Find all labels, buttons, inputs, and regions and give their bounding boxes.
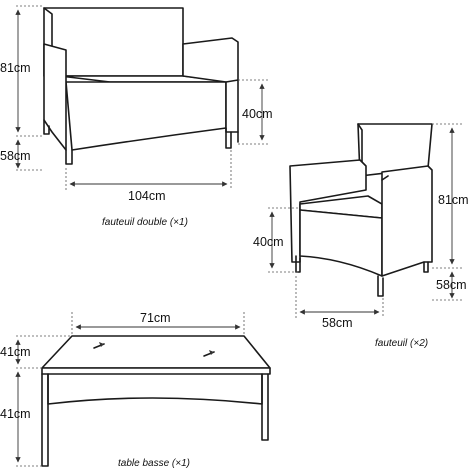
sofa-front-skirt	[65, 81, 227, 151]
table-top	[41, 335, 271, 369]
table-drawing: 71cm 41cm 41cm table basse (×1)	[0, 311, 271, 469]
sofa-leg-front-right	[225, 127, 232, 149]
armchair-leg-back-right	[423, 261, 429, 273]
table-width-label: 71cm	[140, 311, 171, 325]
sofa-leg-front-left	[65, 149, 73, 165]
sofa-left-arm	[43, 43, 67, 151]
armchair-height-label: 81cm	[438, 193, 469, 207]
sofa-leg-back-left	[43, 119, 50, 135]
armchair-seat-height-label: 40cm	[253, 235, 284, 249]
sofa-right-arm	[182, 37, 239, 133]
armchair-right-arm	[381, 165, 433, 277]
table-leg-left	[41, 373, 49, 467]
table-apron	[47, 373, 263, 405]
table-top-edge	[41, 367, 271, 375]
sofa-caption: fauteuil double (×1)	[102, 217, 188, 228]
armchair-left-arm	[289, 159, 367, 263]
table-leg-right	[261, 373, 269, 441]
armchair-front-skirt	[299, 209, 383, 277]
armchair-leg-front-right	[377, 275, 384, 297]
armchair-depth-label: 58cm	[436, 278, 467, 292]
armchair-width-label: 58cm	[322, 316, 353, 330]
table-height-label: 41cm	[0, 407, 31, 421]
table-caption: table basse (×1)	[118, 458, 190, 469]
sofa-drawing: 81cm 58cm 40cm 104cm fauteuil double (×1…	[0, 5, 273, 228]
sofa-height-label: 81cm	[0, 61, 31, 75]
sofa-depth-label: 58cm	[0, 149, 31, 163]
table-depth-label: 41cm	[0, 345, 31, 359]
armchair-caption: fauteuil (×2)	[375, 338, 428, 349]
armchair-drawing: 81cm 58cm 40cm 58cm fauteuil (×2)	[253, 123, 469, 349]
sofa-seat-height-label: 40cm	[242, 107, 273, 121]
sofa-width-label: 104cm	[128, 189, 166, 203]
